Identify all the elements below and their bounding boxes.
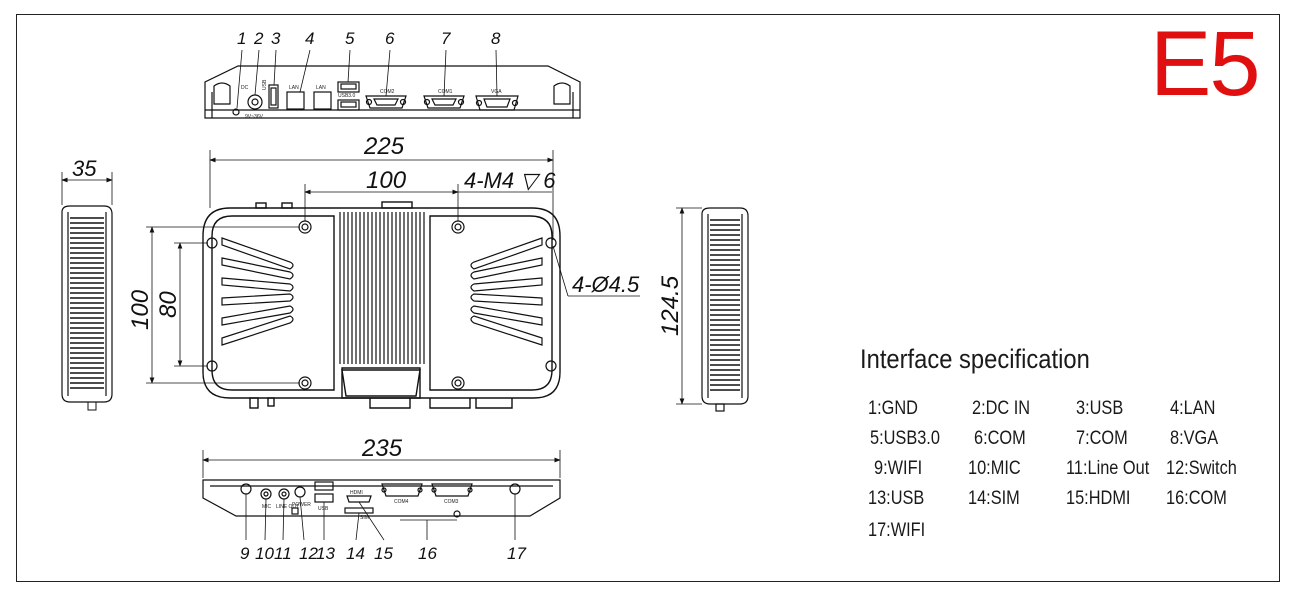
callout-14: 14 [346, 544, 365, 563]
dim-label-235: 235 [361, 435, 403, 462]
rear-leaders [236, 49, 498, 109]
port-label-lan1: LAN [289, 85, 299, 91]
port-label-usb3: USB3.0 [338, 93, 355, 99]
front-port-labels: MIC LINE OUT POWER USB HDMI SIM COM4 COM… [262, 490, 459, 521]
callout-1: 1 [237, 29, 246, 48]
dim-225 [209, 150, 554, 240]
dim-vertical-left [146, 226, 300, 384]
port-label-lan2: LAN [316, 85, 326, 91]
callout-7: 7 [441, 29, 451, 48]
dim-124-5 [676, 207, 702, 405]
vent-slot [221, 293, 294, 306]
dim-label-100-v: 100 [127, 289, 154, 330]
spec-item: 6:COM [974, 428, 1026, 449]
port-label-hdmi: HDMI [350, 490, 363, 496]
callout-11: 11 [274, 544, 292, 563]
port-label-dc: DC [241, 85, 249, 91]
dim-label-thread: 4-M4 ▽ 6 [464, 168, 556, 193]
vent-slot [470, 293, 543, 306]
callout-8: 8 [491, 29, 501, 48]
spec-item: 12:Switch [1166, 458, 1237, 479]
drawing-frame [16, 14, 1280, 582]
spec-item: 11:Line Out [1066, 458, 1150, 479]
callout-15: 15 [374, 544, 393, 563]
model-label: E5 [1150, 13, 1261, 115]
vent-slot [221, 237, 294, 270]
vent-slot [221, 257, 294, 280]
vent-slot [470, 257, 543, 280]
spec-title: Interface specification [860, 344, 1090, 374]
vent-slot [221, 315, 294, 346]
spec-item: 16:COM [1166, 488, 1227, 509]
port-label-voltage: 9V~36V [245, 114, 264, 120]
port-label-mic: MIC [262, 504, 272, 510]
front-leaders [245, 494, 516, 541]
right-side-fins [710, 219, 740, 391]
callout-9: 9 [240, 544, 250, 563]
port-label-sim: SIM [360, 515, 369, 521]
port-label-com3: COM3 [444, 499, 459, 505]
callout-10: 10 [255, 544, 274, 563]
dim-label-holes: 4-Ø4.5 [572, 272, 640, 297]
rear-view [204, 65, 581, 119]
spec-item: 17:WIFI [868, 520, 926, 541]
dim-35 [61, 172, 113, 205]
spec-item: 13:USB [868, 488, 925, 509]
callout-12: 12 [299, 544, 318, 563]
spec-item: 14:SIM [968, 488, 1020, 509]
spec-item: 5:USB3.0 [870, 428, 940, 449]
callout-13: 13 [316, 544, 335, 563]
port-label-power: POWER [292, 502, 311, 508]
callout-16: 16 [418, 544, 437, 563]
callout-2: 2 [253, 29, 264, 48]
rear-callouts: 1 2 3 4 5 6 7 8 [237, 29, 501, 48]
callout-4: 4 [305, 29, 314, 48]
spec-item: 2:DC IN [972, 398, 1031, 419]
vent-slot [470, 305, 543, 326]
left-side-fins [70, 217, 104, 389]
port-label-usb-front: USB [318, 506, 329, 512]
port-label-com1: COM1 [438, 89, 453, 95]
spec-item: 1:GND [868, 398, 918, 419]
spec-item: 7:COM [1076, 428, 1128, 449]
port-label-com4: COM4 [394, 499, 409, 505]
port-label-com2: COM2 [380, 89, 395, 95]
main-center-fins [339, 212, 425, 364]
spec-item: 15:HDMI [1066, 488, 1131, 509]
callout-6: 6 [385, 29, 395, 48]
dim-label-225: 225 [363, 133, 405, 160]
vent-slot [221, 277, 294, 292]
port-label-lineout: LINE OUT [276, 504, 299, 510]
left-foot [87, 401, 97, 411]
port-label-usb: USB [262, 79, 268, 90]
dim-label-124-5: 124.5 [657, 275, 684, 336]
vent-slot [470, 277, 543, 292]
vent-slot [470, 315, 543, 346]
spec-item: 4:LAN [1170, 398, 1216, 419]
front-panel-view [202, 479, 561, 518]
dim-label-80: 80 [155, 291, 182, 318]
callout-17: 17 [507, 544, 526, 563]
spec-item: 10:MIC [968, 458, 1021, 479]
vent-slot [221, 305, 294, 326]
callout-3: 3 [271, 29, 281, 48]
spec-item: 9:WIFI [874, 458, 923, 479]
callout-5: 5 [345, 29, 355, 48]
main-side-slots [221, 237, 543, 346]
dim-label-100-h: 100 [366, 167, 407, 194]
spec-item: 3:USB [1076, 398, 1124, 419]
dim-235 [202, 450, 561, 478]
spec-item: 8:VGA [1170, 428, 1219, 449]
main-view [202, 201, 561, 409]
holes-leader [552, 245, 640, 297]
front-callouts: 9 10 11 12 13 14 15 16 17 [240, 544, 526, 563]
vent-slot [470, 237, 543, 270]
dim-label-35: 35 [72, 156, 97, 181]
